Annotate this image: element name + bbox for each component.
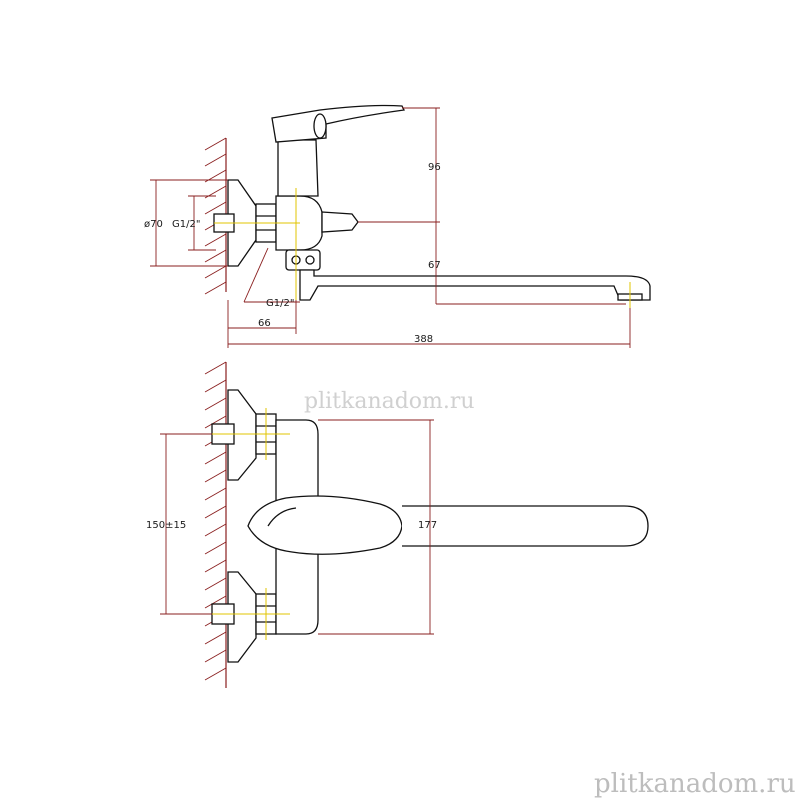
dim-spout-reach: 388 [414,334,433,345]
dim-thread-bottom: G1/2" [266,298,294,309]
body-arm-side [321,211,359,233]
wall-hatch-bottom [204,361,227,688]
dim-handle-height: 96 [428,162,441,173]
dim-thread-top: G1/2" [172,219,200,230]
dim-body-width: 177 [418,520,437,531]
spout-swivel-ring [285,249,321,271]
watermark-top: plitkanadom.ru [304,389,475,414]
spout-side [299,269,651,301]
top-view: 150±15 177 [146,361,649,688]
watermark-bottom: plitkanadom.ru [594,769,796,799]
flange-upper [227,389,257,481]
dim-inlet-spacing: 150±15 [146,520,186,531]
side-view: 96 67 ø70 G1/2" G1/2" 66 388 [144,104,651,348]
handle-cap [313,113,327,139]
lever-handle-top [247,495,403,555]
cartridge-column [277,139,319,197]
dim-spout-height: 67 [428,260,441,271]
spout-top [402,505,649,547]
flange-lower [227,571,257,663]
dim-flange-diameter: ø70 [144,219,163,230]
dim-body-depth: 66 [258,318,271,329]
lever-handle-side [271,104,405,143]
